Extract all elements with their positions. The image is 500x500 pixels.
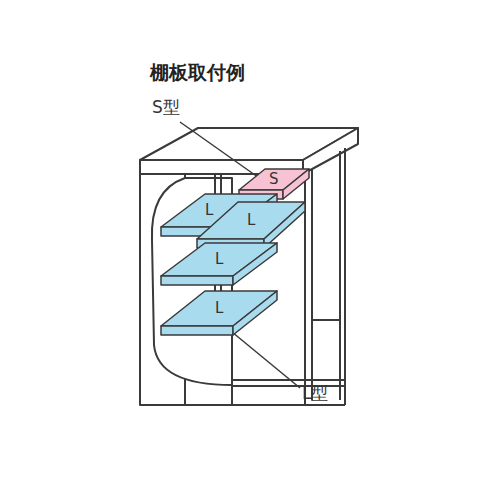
leader-line — [180, 122, 262, 180]
callout-label: S型 — [152, 96, 180, 119]
shelf-label: S — [269, 172, 279, 187]
shelf-label: L — [215, 252, 223, 267]
shelf-label: L — [247, 213, 255, 228]
shelf-board: L — [160, 290, 278, 336]
shelf-label: L — [215, 301, 223, 316]
callout-label: L型 — [302, 382, 328, 405]
shelf-board: L — [160, 242, 278, 286]
diagram-title: 棚板取付例 — [150, 60, 245, 86]
shelf-board: L — [196, 201, 306, 249]
shelf-label: L — [205, 203, 213, 218]
